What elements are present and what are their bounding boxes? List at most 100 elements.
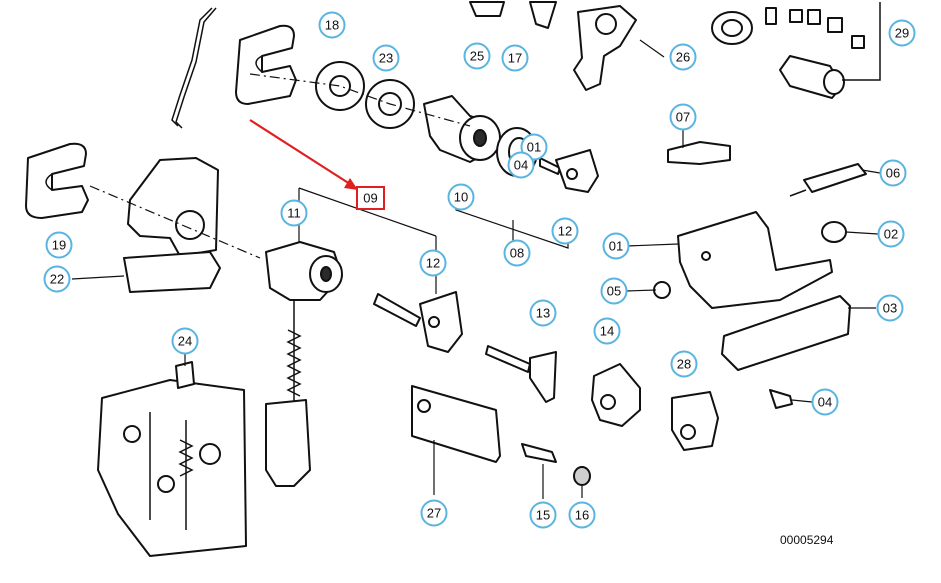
callout-number: 26 [676, 50, 690, 65]
callout-13[interactable]: 13 [529, 299, 557, 327]
callout-26[interactable]: 26 [669, 43, 697, 71]
callout-06[interactable]: 06 [879, 159, 907, 187]
callout-circle [811, 388, 839, 416]
callout-22[interactable]: 22 [43, 265, 71, 293]
bracket-part [123, 157, 221, 293]
screw-part [769, 389, 793, 409]
callout-15[interactable]: 15 [529, 501, 557, 529]
callout-24[interactable]: 24 [171, 327, 199, 355]
callout-01[interactable]: 01 [520, 133, 548, 161]
callout-number: 05 [607, 284, 621, 299]
callout-number: 19 [52, 238, 66, 253]
cap-part [573, 466, 591, 486]
callout-circle [600, 277, 628, 305]
plug-part [821, 221, 847, 243]
callout-circle [888, 19, 916, 47]
callout-number: 01 [527, 140, 541, 155]
callout-10[interactable]: 10 [447, 183, 475, 211]
callout-19[interactable]: 19 [45, 231, 73, 259]
callout-circle [568, 501, 596, 529]
callout-03[interactable]: 03 [876, 294, 904, 322]
callout-number: 15 [536, 508, 550, 523]
callout-circle [447, 183, 475, 211]
callout-16[interactable]: 16 [568, 501, 596, 529]
callout-number: 12 [426, 256, 440, 271]
callout-number: 13 [536, 306, 550, 321]
spring-rod-part [265, 300, 311, 487]
lever-arm-part [529, 1, 637, 91]
callout-circle [669, 43, 697, 71]
key-upper-part [539, 149, 599, 193]
callout-circle [670, 350, 698, 378]
cylinder-part [265, 241, 343, 301]
callout-01[interactable]: 01 [602, 232, 630, 260]
callout-number: 06 [886, 166, 900, 181]
callout-number: 03 [883, 301, 897, 316]
callout-17[interactable]: 17 [501, 44, 529, 72]
callout-circle [318, 11, 346, 39]
callout-circle [876, 294, 904, 322]
callout-number: 27 [427, 506, 441, 521]
callout-04[interactable]: 04 [811, 388, 839, 416]
callout-number: 02 [884, 227, 898, 242]
cover-part [671, 391, 719, 451]
callout-number: 04 [818, 395, 832, 410]
callout-number: 23 [379, 51, 393, 66]
handle-part [721, 295, 851, 371]
callout-circle [520, 133, 548, 161]
callout-number: 10 [454, 190, 468, 205]
callout-12[interactable]: 12 [419, 249, 447, 277]
callout-circle [171, 327, 199, 355]
callout-circle [507, 151, 535, 179]
callout-circle [529, 299, 557, 327]
callout-11[interactable]: 11 [280, 199, 308, 227]
callout-circle [879, 159, 907, 187]
callout-number: 04 [514, 158, 528, 173]
lock-mechanism-part [97, 361, 247, 557]
callout-08[interactable]: 08 [503, 239, 531, 267]
callout-28[interactable]: 28 [670, 350, 698, 378]
clip-left-part [25, 142, 89, 219]
callout-number: 29 [895, 26, 909, 41]
callout-12[interactable]: 12 [551, 217, 579, 245]
callout-02[interactable]: 02 [877, 220, 905, 248]
callout-circle [593, 317, 621, 345]
nut-part [653, 281, 671, 299]
highlighted-label[interactable]: 09 [356, 186, 385, 210]
callout-04[interactable]: 04 [507, 151, 535, 179]
callout-circle [529, 501, 557, 529]
callout-number: 25 [470, 49, 484, 64]
callout-05[interactable]: 05 [600, 277, 628, 305]
callout-circle [420, 499, 448, 527]
lock-cylinder-part [423, 95, 501, 163]
document-number: 00005294 [780, 533, 834, 547]
callout-27[interactable]: 27 [420, 499, 448, 527]
rod-part [171, 7, 217, 129]
callout-number: 17 [508, 51, 522, 66]
callout-circle [43, 265, 71, 293]
callout-25[interactable]: 25 [463, 42, 491, 70]
callout-circle [372, 44, 400, 72]
callout-14[interactable]: 14 [593, 317, 621, 345]
callout-number: 18 [325, 18, 339, 33]
callout-18[interactable]: 18 [318, 11, 346, 39]
clip-upper-part [235, 24, 297, 105]
key-blank-part [485, 345, 557, 403]
callout-number: 11 [287, 206, 301, 221]
retainer-part [591, 363, 641, 427]
callout-23[interactable]: 23 [372, 44, 400, 72]
callout-number: 08 [510, 246, 524, 261]
callout-circle [501, 44, 529, 72]
callout-number: 07 [676, 110, 690, 125]
callout-circle [503, 239, 531, 267]
callout-29[interactable]: 29 [888, 19, 916, 47]
callout-circle [45, 231, 73, 259]
panel-part [411, 385, 501, 463]
callout-circle [669, 103, 697, 131]
callout-number: 14 [600, 324, 614, 339]
callout-07[interactable]: 07 [669, 103, 697, 131]
callout-number: 01 [609, 239, 623, 254]
bolt-part [521, 443, 557, 463]
highlighted-label-text: 09 [363, 191, 377, 206]
